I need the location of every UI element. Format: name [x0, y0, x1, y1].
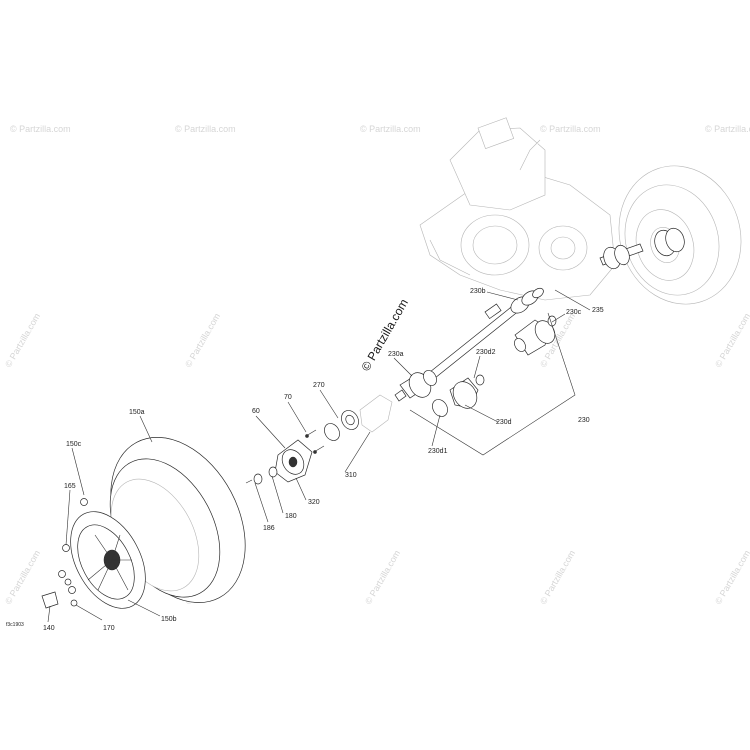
callout-70: 70	[284, 394, 292, 401]
watermark-main: © Partzilla.com	[358, 296, 411, 373]
callout-270: 270	[313, 382, 325, 389]
callout-60: 60	[252, 408, 260, 415]
watermark-text: © Partzilla.com	[713, 548, 750, 606]
watermark-text: © Partzilla.com	[3, 548, 42, 606]
drive-shaft-230	[429, 287, 544, 379]
callout-230d: 230d	[496, 419, 512, 426]
callout-150c: 150c	[66, 441, 82, 448]
callout-186: 186	[263, 525, 275, 532]
callout-230c: 230c	[566, 309, 582, 316]
lug-nuts	[41, 498, 88, 609]
watermark-text: © Partzilla.com	[183, 311, 222, 369]
callout-230a: 230a	[388, 351, 404, 358]
callout-230b: 230b	[470, 288, 486, 295]
watermark-text: © Partzilla.com	[10, 124, 71, 134]
knuckle-310	[324, 394, 393, 441]
callout-165: 165	[64, 483, 76, 490]
hub-60	[274, 429, 325, 483]
watermark-text: © Partzilla.com	[175, 124, 236, 134]
callout-150a: 150a	[129, 409, 145, 416]
hub-nut	[245, 466, 278, 485]
watermark-text: © Partzilla.com	[360, 124, 421, 134]
callout-150b: 150b	[161, 616, 177, 623]
callout-230d1: 230d1	[428, 448, 448, 455]
watermark-text: © Partzilla.com	[538, 548, 577, 606]
callout-labels: 150a 150c 165 140 170 150b 60 70 270 186…	[43, 288, 604, 632]
callout-310: 310	[345, 472, 357, 479]
watermark-text: © Partzilla.com	[363, 548, 402, 606]
callout-230: 230	[578, 417, 590, 424]
watermark-text: © Partzilla.com	[713, 311, 750, 369]
callout-180: 180	[285, 513, 297, 520]
watermark-text: © Partzilla.com	[540, 124, 601, 134]
boot-230d	[432, 374, 485, 417]
engine-assembly	[419, 117, 616, 301]
left-wheel	[70, 437, 246, 609]
callout-230d2: 230d2	[476, 349, 496, 356]
leader-lines	[47, 289, 591, 623]
callout-235: 235	[592, 307, 604, 314]
cv-joint-230a	[394, 370, 437, 402]
callout-170: 170	[103, 625, 115, 632]
boot-230c	[514, 315, 557, 356]
watermark-text: © Partzilla.com	[3, 311, 42, 369]
drawing-code: f3c1903	[6, 622, 24, 628]
right-drive-shaft	[599, 227, 685, 270]
watermark-text: © Partzilla.com	[705, 124, 750, 134]
callout-320: 320	[308, 499, 320, 506]
callout-140: 140	[43, 625, 55, 632]
